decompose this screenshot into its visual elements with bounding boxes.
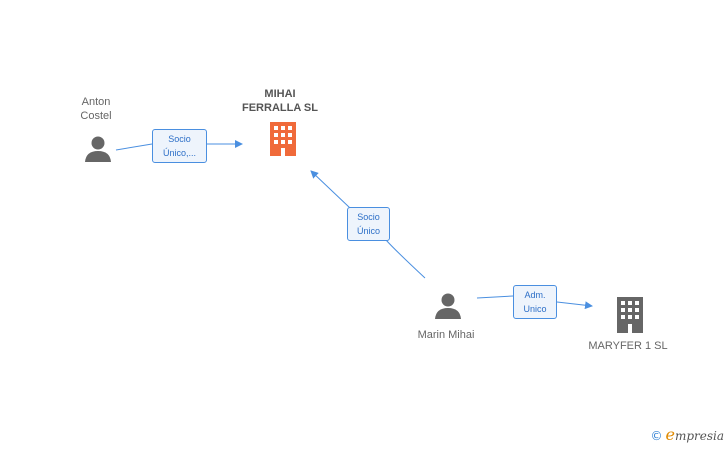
- node-label-mihai-ferralla: MIHAI FERRALLA SL: [242, 88, 318, 114]
- person-icon[interactable]: [84, 135, 114, 163]
- brand-logo: ©empresia: [650, 425, 724, 444]
- edge-anton-to-mihai: [115, 144, 242, 150]
- node-label-anton-costel: Anton Costel: [80, 96, 112, 122]
- edge-label-adm-unico: Adm. Unico: [513, 285, 557, 319]
- edge-marin-to-maryfer: [476, 295, 592, 306]
- edge-label-socio-unico-2: Socio Único: [347, 207, 390, 241]
- brand-initial: e: [665, 425, 675, 444]
- person-icon[interactable]: [434, 292, 464, 320]
- node-label-maryfer: MARYFER 1 SL: [588, 340, 668, 352]
- building-icon[interactable]: [614, 297, 646, 333]
- building-icon-main[interactable]: [268, 122, 298, 156]
- edge-label-socio-unico: Socio Único,...: [152, 129, 207, 163]
- node-label-marin-mihai: Marin Mihai: [417, 329, 475, 341]
- edge-marin-to-mihai: [311, 171, 426, 279]
- copyright-symbol: ©: [650, 429, 663, 443]
- brand-name: mpresia: [674, 429, 724, 443]
